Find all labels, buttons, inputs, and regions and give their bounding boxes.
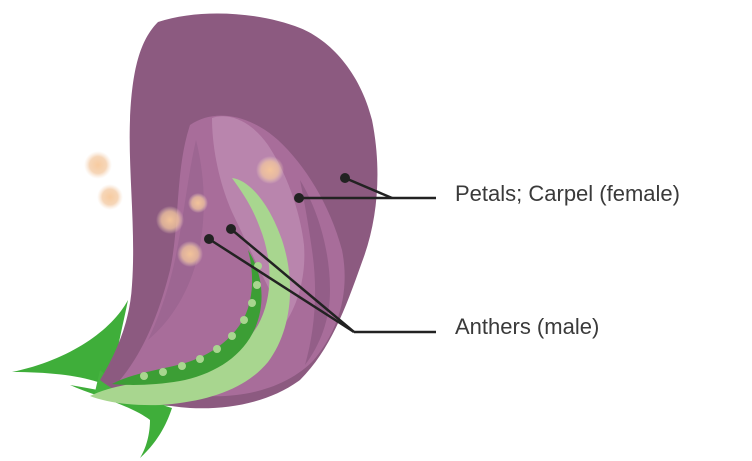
leader-dot-anther xyxy=(204,234,214,244)
pollen-grain xyxy=(156,206,184,234)
anther-dot xyxy=(253,281,261,289)
pollen-grain xyxy=(84,151,112,179)
leader-dot-carpel xyxy=(294,193,304,203)
anther-dot xyxy=(240,316,248,324)
label-petals-carpel: Petals; Carpel (female) xyxy=(455,183,680,205)
anther-dot xyxy=(178,362,186,370)
anther-dot xyxy=(196,355,204,363)
anther-dot xyxy=(159,368,167,376)
pollen-grain xyxy=(256,156,284,184)
leader-dot-petals xyxy=(340,173,350,183)
anther-dot xyxy=(140,372,148,380)
label-anthers: Anthers (male) xyxy=(455,316,599,338)
leader-dot-anther xyxy=(226,224,236,234)
pollen-grain xyxy=(97,184,123,210)
pollen-grain xyxy=(177,241,203,267)
pollen-grain xyxy=(188,193,208,213)
anther-dot xyxy=(213,345,221,353)
anther-dot xyxy=(248,299,256,307)
anther-dot xyxy=(228,332,236,340)
